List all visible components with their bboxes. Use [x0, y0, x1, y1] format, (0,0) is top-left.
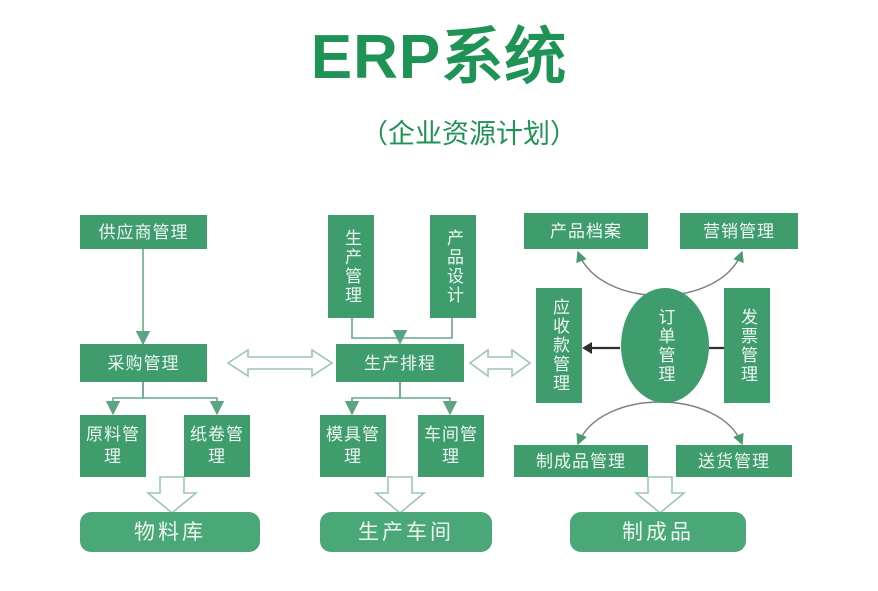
connector-scheduling-branch	[344, 382, 458, 416]
node-raw-material-management[interactable]: 原料管理	[80, 415, 146, 477]
connector-purchase-branch	[105, 382, 225, 416]
node-finished-goods-management[interactable]: 制成品管理	[514, 445, 648, 477]
connector-production-branch	[351, 318, 453, 345]
node-production-scheduling[interactable]: 生产排程	[336, 344, 464, 382]
node-delivery-management[interactable]: 送货管理	[676, 445, 792, 477]
connector-order-bottom-curve	[576, 401, 744, 446]
page-subtitle: （企业资源计划）	[0, 116, 878, 152]
connector-finished-to-goods	[633, 476, 687, 515]
node-production-management[interactable]: 生产管理	[328, 215, 374, 318]
node-purchase-management[interactable]: 采购管理	[80, 344, 207, 382]
node-supplier-management[interactable]: 供应商管理	[80, 215, 207, 249]
connector-order-to-receivable	[582, 342, 620, 354]
node-finished-goods[interactable]: 制成品	[570, 512, 746, 552]
node-workshop-management[interactable]: 车间管理	[418, 415, 484, 477]
node-receivable-management[interactable]: 应收款管理	[536, 288, 582, 403]
node-paper-roll-management[interactable]: 纸卷管理	[184, 415, 250, 477]
node-production-workshop[interactable]: 生产车间	[320, 512, 492, 552]
connector-shop-to-production-workshop	[373, 476, 427, 515]
node-marketing-management[interactable]: 营销管理	[680, 213, 798, 249]
connector-purchase-scheduling-link	[226, 348, 334, 378]
node-product-archive[interactable]: 产品档案	[524, 213, 648, 249]
node-order-management[interactable]: 订单管理	[621, 288, 709, 403]
node-mold-management[interactable]: 模具管理	[320, 415, 386, 477]
page-title: ERP系统	[310, 23, 568, 92]
page-subtitle-text: （企业资源计划）	[361, 119, 577, 149]
node-product-design[interactable]: 产品设计	[430, 215, 476, 318]
node-invoice-management[interactable]: 发票管理	[724, 288, 770, 403]
connector-scheduling-receivable-link	[468, 348, 532, 378]
node-material-warehouse[interactable]: 物料库	[80, 512, 260, 552]
connector-materials-to-warehouse	[145, 476, 199, 515]
